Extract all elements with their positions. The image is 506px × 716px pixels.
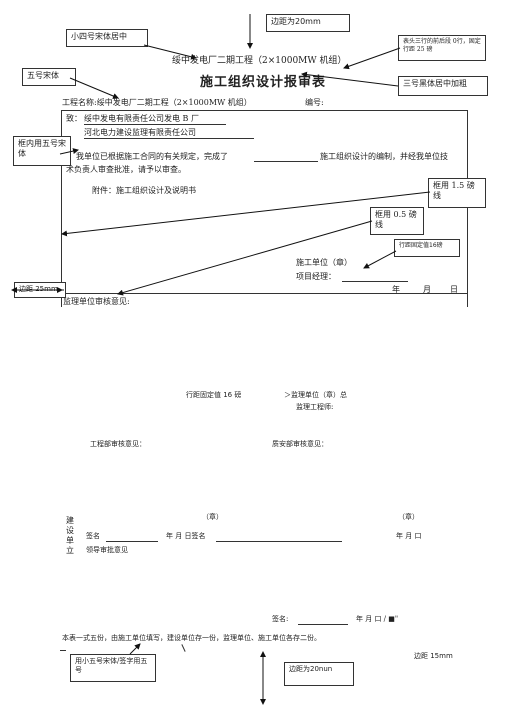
annotation-footer-font-text: 用小五号宋体/签字用五号 — [75, 657, 148, 674]
annotation-frame-line-15: 框用 1.5 磅线 — [428, 178, 486, 208]
footer-rule — [60, 650, 66, 651]
owner-vertical-label: 建设单立 — [66, 516, 74, 555]
annotation-footer-font: 用小五号宋体/签字用五号 — [70, 654, 156, 682]
manager-sign-blank[interactable] — [342, 281, 408, 282]
project-title-line: 绥中发电厂二期工程（2×1000MW 机组） — [172, 56, 347, 66]
sign-label-left: 签名 — [86, 532, 100, 540]
leader-opinion-label: 领导审批意见 — [86, 546, 128, 554]
annotation-top-margin: 边距为20mm — [266, 14, 350, 32]
annotation-frame-font-text: 框内用五号宋体 — [18, 139, 66, 158]
date-day: 日 — [450, 285, 458, 294]
annotation-row-spacing: 行距固定值16磅 — [394, 239, 460, 257]
construction-unit-label: 施工单位（章） — [296, 258, 352, 267]
supervisor-engineer-label: 监理工程师: — [296, 403, 334, 411]
engineering-dept-label: 工程部审核意见： — [90, 440, 146, 448]
annotation-font-size-5-text: 五号宋体 — [27, 71, 59, 80]
annotation-left-margin-text: 边距 25mm — [19, 285, 58, 293]
form-divider-line — [61, 293, 467, 294]
annotation-title-font: 小四号宋体居中 — [66, 29, 148, 47]
final-sign-label: 签名: — [272, 615, 289, 623]
attachment-line: 附件：施工组织设计及说明书 — [92, 186, 196, 195]
annotation-bottom-margin-text: 边距为20nun — [289, 665, 333, 673]
final-sign-blank[interactable] — [298, 624, 348, 625]
form-frame-top — [61, 110, 468, 307]
addressee-supervisor: 河北电力建设监理有限责任公司 — [84, 128, 196, 137]
arrow-font-size-5 — [69, 77, 119, 99]
addressee-line-1: 绥中发电有限责任公司发电 B 厂 — [84, 114, 226, 125]
sign-date-mid: 年 月 日签名 — [166, 532, 206, 540]
form-title: 施工组织设计报审表 — [200, 75, 327, 90]
addressee-label: 致： — [66, 114, 82, 123]
annotation-top-margin-text: 边距为20mm — [271, 17, 321, 26]
safety-dept-label: 质安部审核意见： — [272, 440, 328, 448]
sign-blank-mid[interactable] — [216, 541, 342, 542]
addressee-line-2: 河北电力建设监理有限责任公司 — [84, 128, 254, 139]
footer-tick — [181, 644, 186, 652]
supervisor-opinion-label: 监理单位审核意见: — [63, 297, 130, 306]
sign-blank-left[interactable] — [106, 541, 158, 542]
annotation-title-style-text: 三号黑体居中加粗 — [403, 79, 467, 88]
annotation-frame-font: 框内用五号宋体 — [13, 136, 71, 166]
annotation-title-font-text: 小四号宋体居中 — [71, 32, 127, 41]
annotation-frame-line-05: 框用 0.5 磅线 — [370, 207, 424, 235]
annotation-frame-line-05-text: 框用 0.5 磅线 — [375, 210, 417, 229]
copies-note: 本表一式五份，由施工单位填写，建设单位存一份，监理单位、施工单位各存二份。 — [62, 634, 321, 642]
addressee-owner: 绥中发电有限责任公司发电 B 厂 — [84, 114, 199, 123]
annotation-frame-line-15-text: 框用 1.5 磅线 — [433, 181, 475, 200]
annotation-header-spacing: 表头三行的前后段 0行，固定行距 25 磅 — [398, 35, 486, 61]
design-name-blank[interactable] — [254, 161, 318, 162]
final-sign-date: 年 月 口 / ■" — [356, 615, 399, 623]
project-name-label: 工程名称:绥中发电厂二期工程（2×1000MW 机组） — [62, 98, 252, 107]
date-year: 年 — [392, 285, 400, 294]
body-line-2: 术负责人审查批准，请予以审查。 — [66, 165, 186, 174]
annotation-title-style: 三号黑体居中加粗 — [398, 76, 488, 96]
form-left-rule — [61, 293, 62, 307]
annotation-bottom-margin: 边距为20nun — [284, 662, 354, 686]
number-label: 编号: — [305, 98, 324, 107]
annotation-font-size-5: 五号宋体 — [22, 68, 76, 86]
annotation-right-margin: 边距 15mm — [414, 652, 453, 660]
annotation-left-margin: 边距 25mm — [14, 282, 66, 298]
project-manager-label: 项目经理： — [296, 272, 336, 281]
annotation-row-spacing-mid: 行距固定值 16 磅 — [186, 391, 242, 399]
body-line-1-b: 施工组织设计的编制，并经我单位技 — [320, 152, 448, 161]
sign-date-right: 年 月 口 — [396, 532, 422, 540]
body-line-1-a: 我单位已根据施工合同的有关规定，完成了 — [76, 152, 228, 161]
seal-left: （章） — [202, 513, 223, 521]
date-month: 月 — [423, 285, 431, 294]
annotation-row-spacing-text: 行距固定值16磅 — [399, 242, 443, 249]
annotation-header-spacing-text: 表头三行的前后段 0行，固定行距 25 磅 — [403, 38, 481, 53]
seal-right: （章） — [398, 513, 419, 521]
supervisor-unit-label: ＞监理单位（章）总 — [284, 391, 347, 399]
arrow-footer-font — [129, 643, 141, 655]
